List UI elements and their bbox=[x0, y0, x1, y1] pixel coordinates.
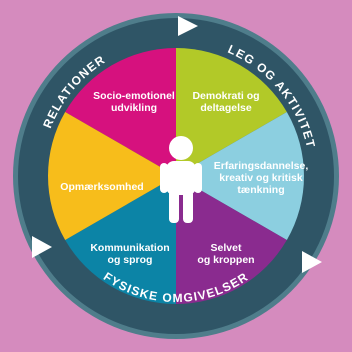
segment-label-line: Opmærksomhed bbox=[60, 181, 143, 193]
figure-head bbox=[169, 136, 193, 160]
segment-label-line: Kommunikation bbox=[90, 242, 169, 254]
segment-label-line: Demokrati og bbox=[192, 90, 259, 102]
figure-leg-left bbox=[169, 190, 179, 223]
figure-arm-right bbox=[194, 163, 202, 193]
segment-demokrati bbox=[176, 48, 287, 176]
segment-label-line: Selvet bbox=[211, 242, 242, 254]
segment-erfaring bbox=[176, 112, 304, 240]
segment-socio bbox=[65, 48, 176, 176]
segment-label-line: deltagelse bbox=[200, 102, 252, 114]
segment-kommunikation bbox=[65, 176, 176, 304]
segment-label-line: og sprog bbox=[108, 254, 153, 266]
segment-label-line: Erfaringsdannelse, bbox=[214, 160, 309, 172]
figure-leg-right bbox=[183, 190, 193, 223]
segment-label-line: kreativ og kritisk bbox=[219, 172, 303, 184]
figure-torso bbox=[166, 161, 196, 195]
figure-arm-left bbox=[160, 163, 168, 193]
arrow-right-icon bbox=[302, 251, 322, 273]
arrow-top-icon bbox=[178, 16, 198, 36]
segment-label-line: og kroppen bbox=[197, 254, 254, 266]
arrow-left-icon bbox=[32, 236, 52, 258]
child-figure-icon bbox=[160, 136, 202, 223]
segment-opmaerksomhed bbox=[48, 112, 176, 240]
segment-label-line: udvikling bbox=[111, 102, 157, 114]
segment-label-line: Socio-emotionel bbox=[93, 90, 175, 102]
segments-group bbox=[48, 48, 304, 304]
segment-selvet bbox=[176, 176, 287, 304]
segment-label-opmaerksomhed: Opmærksomhed bbox=[60, 181, 143, 193]
segment-label-line: tænkning bbox=[237, 184, 284, 196]
